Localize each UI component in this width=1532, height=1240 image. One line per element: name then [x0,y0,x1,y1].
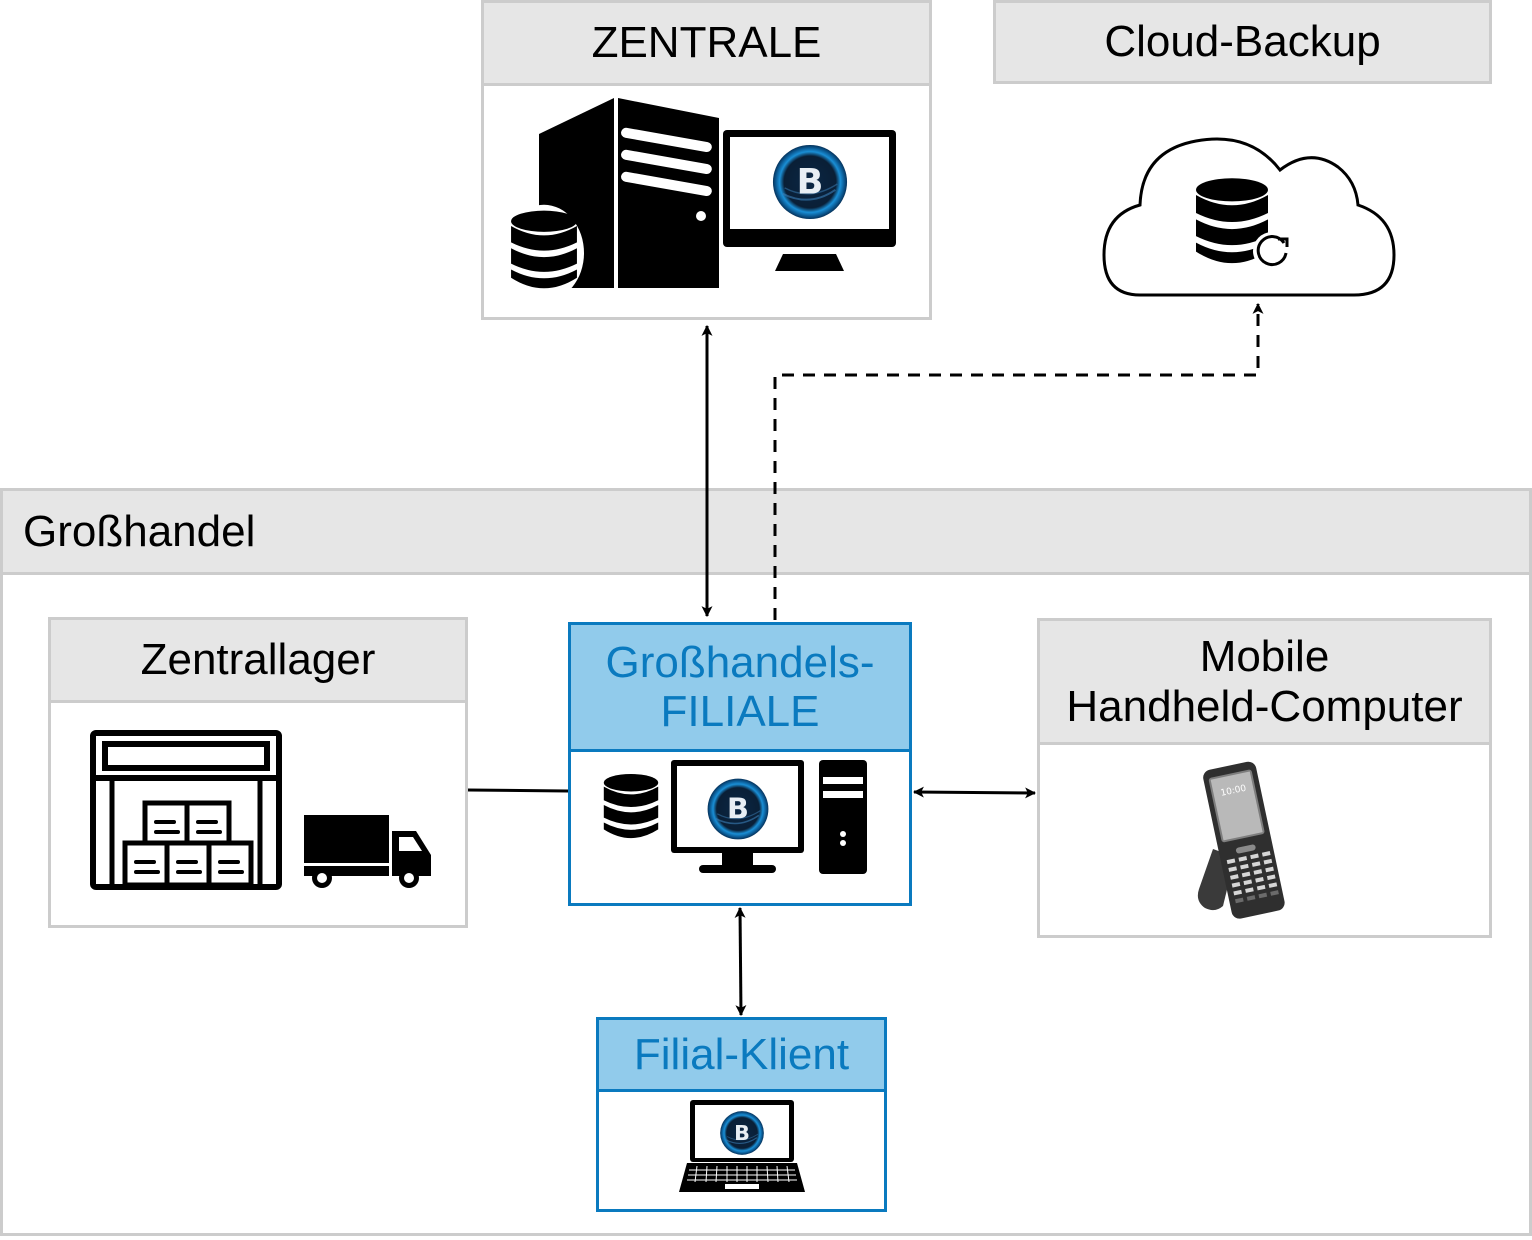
b-logo-icon [771,143,849,221]
database-icon [603,773,659,839]
zentrale-header: ZENTRALE [484,3,929,86]
cloud-backup-node[interactable]: Cloud-Backup [993,0,1492,84]
grosshandel-container: Großhandel [0,488,1532,1236]
zentrallager-title: Zentrallager [140,635,376,685]
cloud-backup-title: Cloud-Backup [1104,17,1381,67]
grosshandel-header: Großhandel [3,491,1529,575]
mobile-title-line1: Mobile [1199,632,1330,682]
pc-tower-icon [819,760,867,874]
b-logo-icon [719,1110,765,1156]
mobile-header: Mobile Handheld-Computer [1040,621,1489,745]
klient-header: Filial-Klient [599,1020,884,1092]
filiale-header: Großhandels- FILIALE [571,625,909,752]
grosshandel-title: Großhandel [23,506,256,556]
handheld-scanner-icon: 10:00 [1197,761,1285,919]
cloud-backup-header: Cloud-Backup [993,0,1492,84]
zentrallager-header: Zentrallager [51,620,465,703]
klient-title: Filial-Klient [633,1029,850,1079]
mobile-title-line2: Handheld-Computer [1066,681,1463,731]
mobile-node[interactable]: Mobile Handheld-Computer 10:00 [1037,618,1492,938]
database-refresh-icon [1196,178,1291,270]
zentrallager-node[interactable]: Zentrallager [48,617,468,928]
filiale-title-line2: FILIALE [660,687,820,736]
zentrale-title: ZENTRALE [591,18,822,68]
b-logo-icon [706,777,770,841]
truck-icon [304,815,431,888]
warehouse-icon [90,730,282,890]
filiale-node[interactable]: Großhandels- FILIALE [568,622,912,906]
zentrale-node[interactable]: ZENTRALE [481,0,932,320]
database-icon [504,204,584,302]
klient-node[interactable]: Filial-Klient [596,1017,887,1212]
filiale-title-line1: Großhandels- [605,637,875,687]
